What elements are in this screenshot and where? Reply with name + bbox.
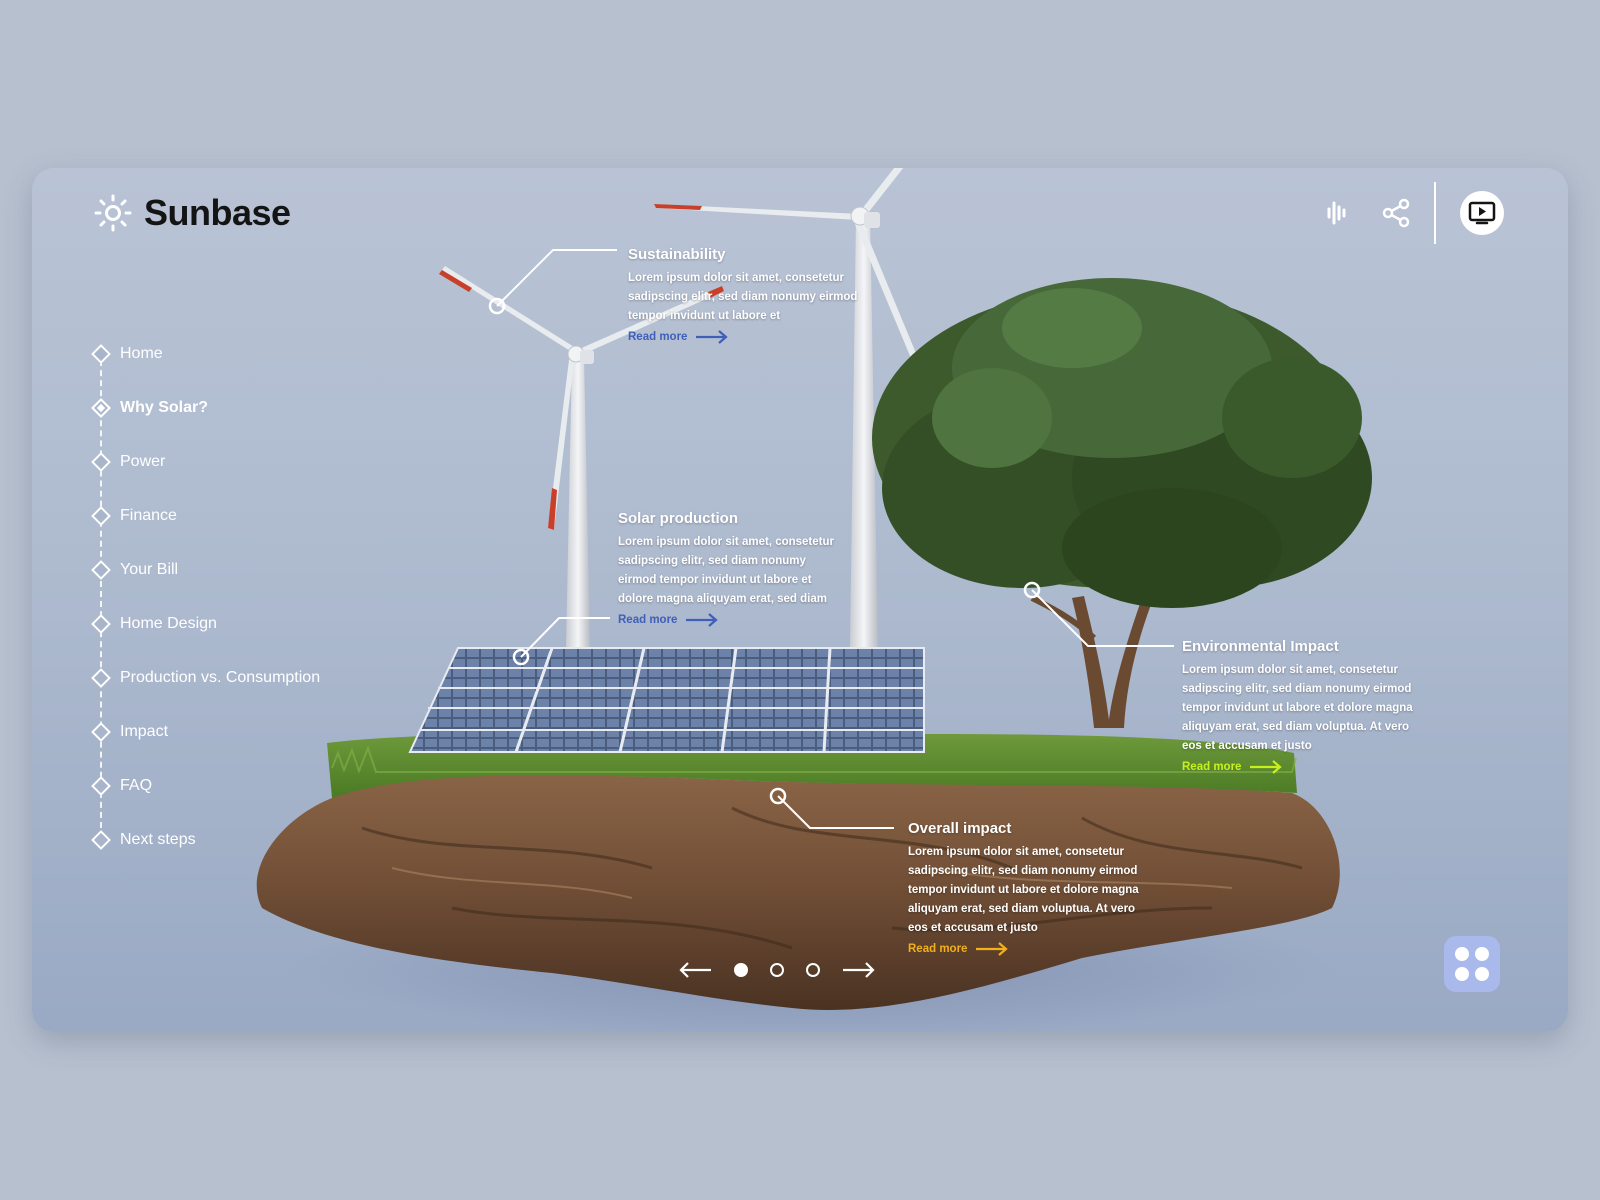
grid-dot [1455,967,1469,981]
diamond-icon [91,722,111,742]
arrow-right-icon [686,613,719,627]
header-divider [1434,182,1436,244]
diamond-icon [91,830,111,850]
diamond-icon [91,344,111,364]
info-solar-production: Solar production Lorem ipsum dolor sit a… [618,510,842,627]
arrow-right-icon [1250,760,1283,774]
nav-item-production-vs-consumption[interactable]: Production vs. Consumption [91,660,321,696]
nav-label: Power [120,453,166,470]
slide-pager [678,962,876,978]
turbine-tower-left [566,356,590,648]
apps-grid-button[interactable] [1444,936,1500,992]
diamond-icon [91,452,111,472]
nav-label: Production vs. Consumption [120,669,321,686]
read-more-link[interactable]: Read more [628,330,860,344]
audio-wave-icon[interactable] [1318,195,1354,231]
tree [872,278,1372,728]
read-more-link[interactable]: Read more [908,942,1144,956]
grid-dot [1475,967,1489,981]
read-more-label: Read more [1182,761,1242,773]
nav-item-power[interactable]: Power [91,444,320,480]
info-body: Lorem ipsum dolor sit amet, consetetur s… [618,536,834,605]
diamond-icon [91,614,111,634]
arrow-left-icon [679,962,711,978]
sun-icon [94,194,132,232]
nav-item-impact[interactable]: Impact [91,714,320,750]
turbine-blades-left [439,266,724,530]
info-body: Lorem ipsum dolor sit amet, consetetur s… [908,846,1139,934]
main-card: Sunbase [32,168,1568,1032]
read-more-label: Read more [908,943,968,955]
next-slide-button[interactable] [842,962,876,978]
diamond-icon [91,506,111,526]
read-more-link[interactable]: Read more [618,613,842,627]
nav-item-faq[interactable]: FAQ [91,768,320,804]
pager-dot-1[interactable] [734,963,748,977]
nav-label: Why Solar? [120,399,209,416]
turbine-tower-right [850,216,878,648]
side-navigation: Home Why Solar? Power Finance Your Bill … [91,336,321,876]
nav-item-finance[interactable]: Finance [91,498,320,534]
nav-label: FAQ [120,777,153,794]
nav-label: Home [120,345,163,362]
read-more-label: Read more [628,331,688,343]
nav-connector-line [100,350,102,838]
hotspot-overall [769,787,787,805]
logo[interactable]: Sunbase [94,192,291,234]
info-title: Overall impact [908,820,1012,837]
share-icon[interactable] [1378,195,1414,231]
nav-label: Next steps [120,831,196,848]
info-environmental-impact: Environmental Impact Lorem ipsum dolor s… [1182,638,1418,774]
play-screen-icon[interactable] [1460,191,1504,235]
info-sustainability: Sustainability Lorem ipsum dolor sit ame… [628,246,860,344]
hotspot-sustainability [488,297,506,315]
info-title: Solar production [618,510,738,527]
diamond-icon [91,776,111,796]
hero-illustration [256,168,1372,1032]
arrow-right-icon [976,942,1009,956]
info-title: Environmental Impact [1182,638,1339,655]
nav-item-home-design[interactable]: Home Design [91,606,320,642]
grid-dot [1475,947,1489,961]
app-name: Sunbase [144,192,291,233]
info-body: Lorem ipsum dolor sit amet, consetetur s… [1182,664,1413,752]
info-overall-impact: Overall impact Lorem ipsum dolor sit ame… [908,820,1144,956]
solar-panel-array [408,647,925,753]
diamond-icon [91,560,111,580]
nav-label: Home Design [120,615,217,632]
nav-item-home[interactable]: Home [91,336,320,372]
arrow-right-icon [843,962,875,978]
diamond-icon [91,398,111,418]
hotspot-environmental [1023,581,1041,599]
nav-label: Finance [120,507,177,524]
nav-item-your-bill[interactable]: Your Bill [91,552,320,588]
prev-slide-button[interactable] [678,962,712,978]
rock-base [256,774,1340,1010]
info-body: Lorem ipsum dolor sit amet, consetetur s… [628,272,858,322]
pager-dot-3[interactable] [806,963,820,977]
diamond-icon [91,668,111,688]
pager-dot-2[interactable] [770,963,784,977]
nav-label: Impact [120,723,169,740]
read-more-link[interactable]: Read more [1182,760,1418,774]
read-more-label: Read more [618,614,678,626]
info-title: Sustainability [628,246,726,263]
grid-dot [1455,947,1469,961]
hotspot-solar [512,648,530,666]
nav-item-next-steps[interactable]: Next steps [91,822,320,858]
nav-label: Your Bill [120,561,179,578]
header-actions [1318,182,1504,244]
arrow-right-icon [696,330,729,344]
callout-lines [496,249,1174,829]
nav-item-why-solar[interactable]: Why Solar? [91,390,320,426]
